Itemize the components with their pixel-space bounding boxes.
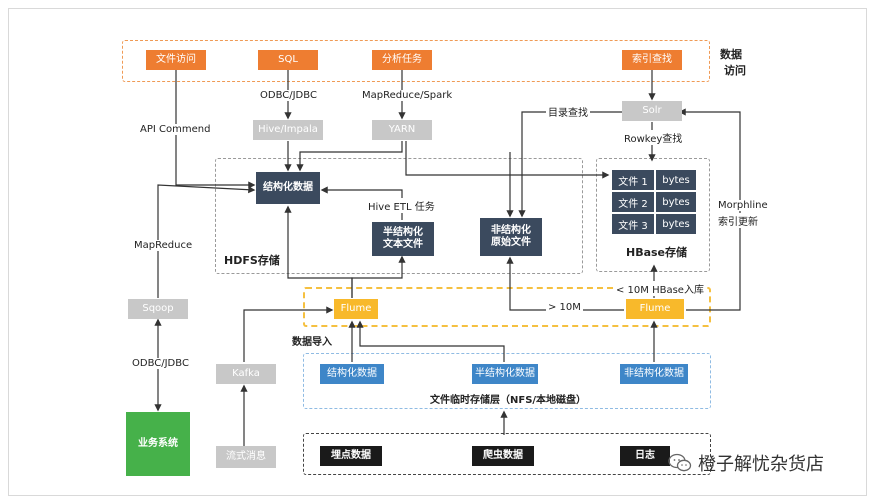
wechat-icon (668, 453, 692, 472)
temp-semi-box: 半结构化数据 (472, 364, 538, 384)
structured-data-box: 结构化数据 (256, 172, 320, 204)
source-region (303, 433, 711, 475)
temp-storage-region (303, 353, 711, 409)
hbase-file-3: 文件 3 (612, 214, 654, 234)
data-access-label-1: 数据 (720, 48, 742, 61)
data-access-region (122, 40, 710, 82)
index-search-box: 索引查找 (622, 50, 682, 70)
odbc-jdbc-bottom-label: ODBC/JDBC (130, 358, 191, 369)
morphline-label-2: 索引更新 (716, 213, 760, 228)
hbase-storage-label: HBase存储 (626, 246, 688, 259)
yarn-box: YARN (372, 120, 432, 140)
flume-left-box: Flume (334, 299, 378, 319)
hbase-bytes-1: bytes (656, 170, 696, 190)
flume-region (303, 287, 711, 327)
mapreduce-label: MapReduce (132, 240, 195, 251)
watermark-text: 橙子解忧杂货店 (698, 454, 824, 475)
odbc-jdbc-top-label: ODBC/JDBC (258, 90, 319, 101)
solr-box: Solr (622, 101, 682, 121)
semi-line-2: 文本文件 (383, 239, 423, 250)
temp-storage-label: 文件临时存储层（NFS/本地磁盘） (430, 395, 587, 406)
tracking-data-box: 埋点数据 (320, 446, 382, 466)
sql-box: SQL (258, 50, 318, 70)
kafka-box: Kafka (216, 364, 276, 384)
gt10m-label: > 10M (546, 302, 583, 313)
dir-lookup-label: 目录查找 (546, 104, 590, 119)
hdfs-region (215, 158, 583, 274)
hbase-bytes-2: bytes (656, 192, 696, 212)
semi-structured-file-box: 半结构化 文本文件 (372, 222, 434, 256)
hbase-file-1: 文件 1 (612, 170, 654, 190)
mapreduce-spark-label: MapReduce/Spark (360, 90, 455, 101)
temp-unstructured-box: 非结构化数据 (620, 364, 688, 384)
data-access-label-2: 访问 (724, 64, 746, 77)
analysis-task-box: 分析任务 (372, 50, 432, 70)
unstructured-file-box: 非结构化 原始文件 (480, 218, 542, 256)
sqoop-box: Sqoop (128, 299, 188, 319)
unstructured-line-1: 非结构化 (491, 224, 531, 236)
data-import-label: 数据导入 (292, 337, 332, 348)
semi-line-1: 半结构化 (383, 226, 423, 238)
flume-right-box: Flume (626, 299, 684, 319)
file-access-box: 文件访问 (146, 50, 206, 70)
hbase-file-2: 文件 2 (612, 192, 654, 212)
lt10m-label: < 10M HBase入库 (614, 281, 706, 296)
temp-structured-box: 结构化数据 (320, 364, 384, 384)
hdfs-storage-label: HDFS存储 (224, 254, 280, 267)
stream-message-box: 流式消息 (216, 446, 276, 468)
hive-etl-label: Hive ETL 任务 (366, 198, 437, 213)
hbase-bytes-3: bytes (656, 214, 696, 234)
watermark: 橙子解忧杂货店 (668, 450, 824, 476)
morphline-label-1: Morphline (716, 200, 770, 211)
api-commend-label: API Commend (138, 124, 213, 135)
log-data-box: 日志 (620, 446, 670, 466)
business-system-box: 业务系统 (126, 412, 190, 476)
hive-impala-box: Hive/Impala (253, 120, 323, 140)
unstructured-line-2: 原始文件 (491, 237, 531, 248)
crawler-data-box: 爬虫数据 (472, 446, 534, 466)
rowkey-lookup-label: Rowkey查找 (622, 130, 685, 145)
